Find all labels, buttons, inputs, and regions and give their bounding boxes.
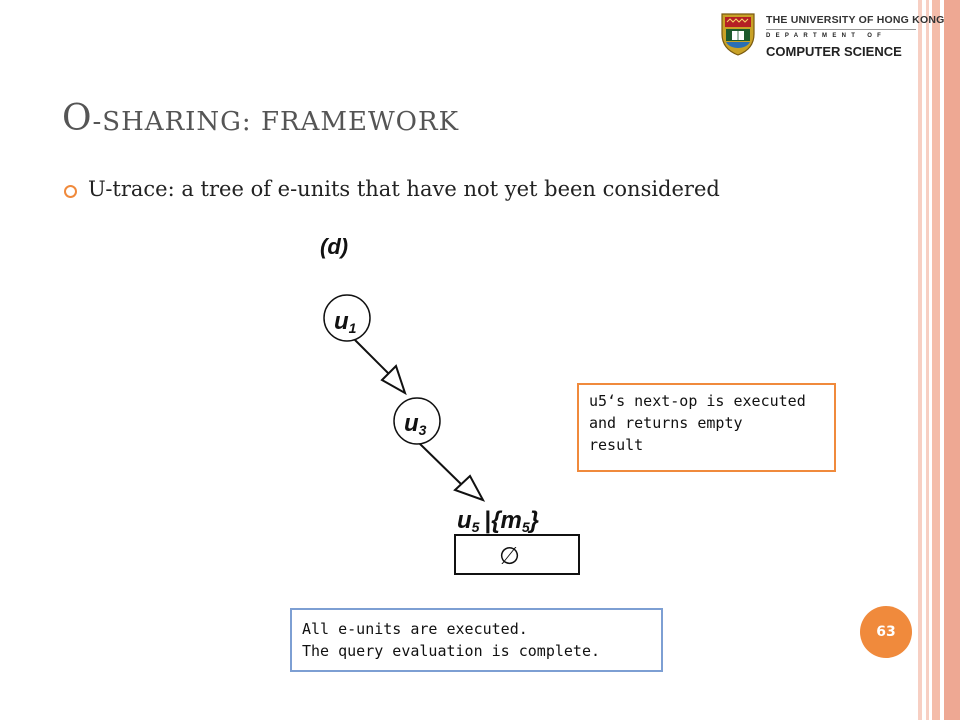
empty-set-symbol: ∅: [499, 542, 520, 570]
title-smallcaps: -sharing: framework: [92, 107, 459, 137]
callout-line: All e-units are executed.: [302, 620, 528, 638]
logo-department-name: COMPUTER SCIENCE: [766, 44, 902, 59]
callout-line: The query evaluation is complete.: [302, 641, 601, 660]
bullet-icon: [64, 185, 77, 198]
node-u3: u3: [393, 397, 441, 445]
node-u1-label: u1: [334, 308, 357, 336]
bullet-text: U-trace: a tree of e-units that have not…: [88, 177, 720, 201]
title-initial: O: [62, 98, 93, 139]
node-u3-label: u3: [404, 410, 427, 438]
callout-line: result: [589, 435, 644, 454]
callout-next-op: u5‘s next-op is executed and returns emp…: [577, 383, 836, 472]
university-logo: THE UNIVERSITY OF HONG KONG DEPARTMENT O…: [718, 10, 944, 60]
node-u3-circle: [393, 397, 441, 445]
logo-department-label: DEPARTMENT OF: [766, 33, 887, 39]
callout-line: u5‘s next-op is executed: [589, 392, 806, 410]
node-u1-circle: [323, 294, 371, 342]
hku-crest-icon: [721, 13, 755, 56]
arrowhead-u1-u3: [380, 364, 407, 396]
right-edge-stripes: [916, 0, 960, 720]
slide-title: O-sharing: framework: [62, 98, 459, 139]
logo-rule: [766, 29, 916, 30]
leaf-u5-label: u5|{m5}: [457, 507, 539, 535]
edge-u3-u5: [417, 441, 463, 486]
callout-complete: All e-units are executed. The query eval…: [290, 608, 663, 672]
result-box: [454, 534, 580, 575]
node-u1: u1: [323, 294, 371, 342]
callout-line: and returns empty: [589, 413, 743, 432]
logo-university-name: THE UNIVERSITY OF HONG KONG: [766, 14, 945, 26]
panel-label: (d): [320, 234, 348, 259]
page-number-badge: 63: [860, 606, 912, 658]
edge-u1-u3: [354, 339, 391, 376]
arrowhead-u3-u5: [453, 474, 486, 502]
